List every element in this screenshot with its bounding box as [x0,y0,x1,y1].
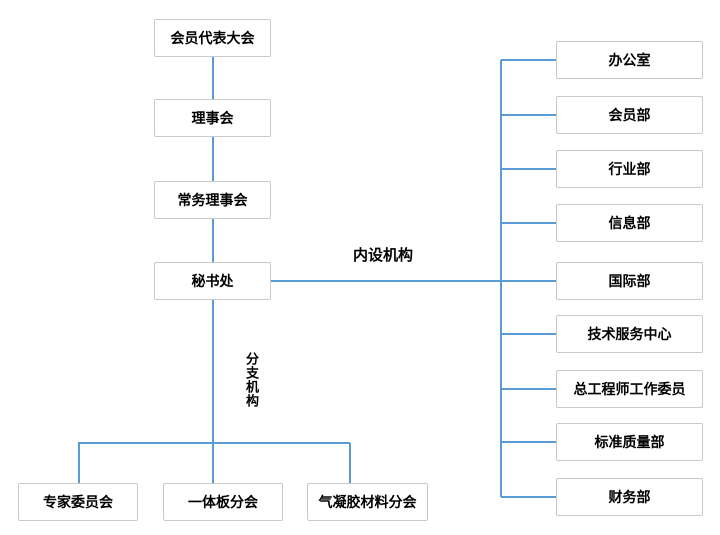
node-membership-dept: 会员部 [556,96,703,134]
node-finance-dept: 财务部 [556,478,703,516]
label-branch-organizations: 分支机构 [244,352,259,408]
connector-dept-stub-3 [501,168,556,170]
node-secretariat: 秘书处 [154,262,271,300]
label-internal-organizations: 内设机构 [353,247,414,264]
node-chief-engineer-committee: 总工程师工作委员 [556,370,703,408]
connector-dept-stub-2 [501,114,556,116]
connector-branch-trunk [212,300,214,483]
connector-branch-drop-left [78,443,80,483]
node-international-dept: 国际部 [556,262,703,300]
connector-internal-main [271,280,556,282]
connector-dept-stub-1 [501,59,556,61]
connector-dept-stub-6 [501,333,556,335]
node-information-dept: 信息部 [556,204,703,242]
node-industry-dept: 行业部 [556,150,703,188]
connector-dept-stub-8 [501,441,556,443]
connector-dept-trunk [500,60,502,497]
connector-chain-1 [212,57,214,99]
connector-branch-drop-right [349,443,351,483]
connector-chain-2 [212,137,214,181]
connector-chain-3 [212,219,214,262]
node-integrated-panel-branch: 一体板分会 [163,483,283,521]
node-office: 办公室 [556,41,703,79]
node-standards-quality-dept: 标准质量部 [556,423,703,461]
node-aerogel-materials-branch: 气凝胶材料分会 [307,483,428,521]
node-expert-committee: 专家委员会 [18,483,138,521]
connector-dept-stub-4 [501,222,556,224]
node-tech-service-center: 技术服务中心 [556,315,703,353]
connector-dept-stub-7 [501,388,556,390]
node-council: 理事会 [154,99,271,137]
connector-dept-stub-9 [501,496,556,498]
connector-branch-horizontal [78,442,350,444]
node-general-assembly: 会员代表大会 [154,19,271,57]
node-standing-council: 常务理事会 [154,181,271,219]
